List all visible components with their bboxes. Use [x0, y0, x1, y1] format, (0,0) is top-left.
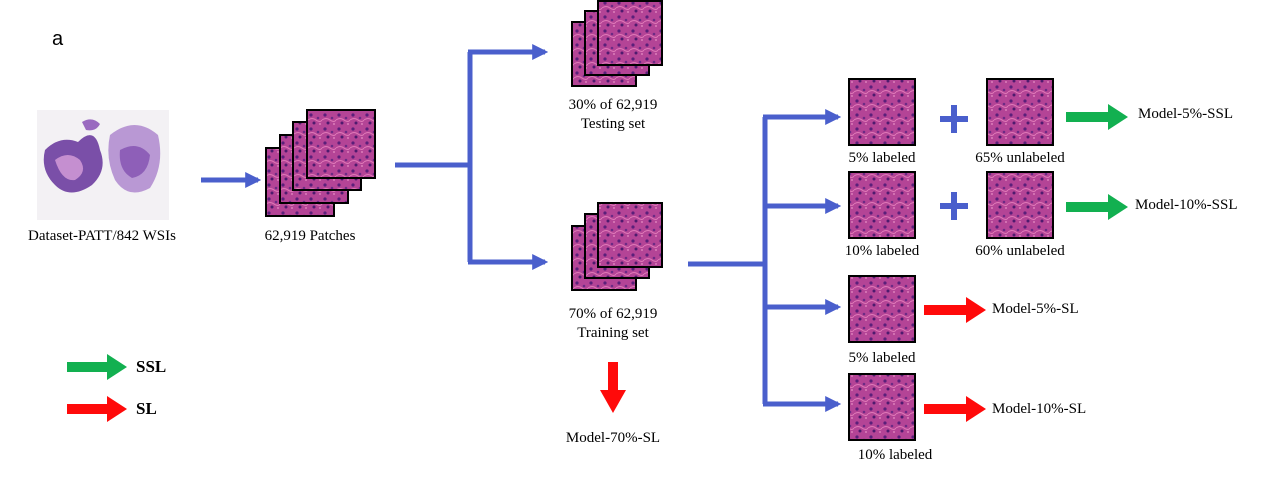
branch-2-unlabeled: 60% unlabeled — [975, 243, 1065, 259]
patch-stack-icon — [265, 109, 376, 217]
ssl-arrow-2 — [1066, 194, 1128, 220]
patch-tile-image — [848, 78, 916, 146]
patch-tile-image — [848, 171, 916, 239]
patch-tile-image — [986, 78, 1054, 146]
training-set-stack-icon — [571, 202, 663, 291]
branch-4-labeled: 10% labeled — [857, 447, 933, 463]
wsi-slide-image — [37, 110, 169, 220]
sl-arrow-down — [600, 362, 626, 413]
legend-ssl-arrow — [67, 354, 127, 380]
patch-tile-image — [986, 171, 1054, 239]
branch-1-labeled: 5% labeled — [848, 150, 916, 166]
branch-2-labeled: 10% labeled — [844, 243, 920, 259]
branch-2-model: Model-10%-SSL — [1135, 197, 1238, 213]
ssl-arrow-1 — [1066, 104, 1128, 130]
patches-label: 62,919 Patches — [264, 228, 356, 244]
wsi-label: Dataset-PATT/842 WSIs — [28, 228, 176, 244]
training-pct-label: 70% of 62,919 — [568, 306, 658, 322]
branch-3-labeled: 5% labeled — [848, 350, 916, 366]
branch-1-model: Model-5%-SSL — [1138, 106, 1233, 122]
branch-3-model: Model-5%-SL — [992, 301, 1079, 317]
legend-sl-label: SL — [136, 399, 157, 418]
branch-1-unlabeled: 65% unlabeled — [975, 150, 1065, 166]
sl-arrow-1 — [924, 297, 986, 323]
legend-ssl-label: SSL — [136, 357, 167, 376]
flow-arrows — [201, 43, 842, 413]
training-set-label: Training set — [577, 325, 649, 341]
testing-set-label: Testing set — [580, 116, 646, 132]
branch-4-model: Model-10%-SL — [992, 401, 1087, 417]
panel-letter: a — [52, 28, 64, 50]
patch-tile-image — [848, 373, 916, 441]
legend-sl-arrow — [67, 396, 127, 422]
plus-icon — [940, 192, 968, 220]
patch-tile-images — [848, 78, 1054, 441]
testing-set-stack-icon — [571, 0, 663, 87]
testing-pct-label: 30% of 62,919 — [568, 97, 658, 113]
sl-arrow-2 — [924, 396, 986, 422]
model-70-sl-label: Model-70%-SL — [565, 430, 661, 446]
patch-tile-image — [848, 275, 916, 343]
plus-icon — [940, 105, 968, 133]
